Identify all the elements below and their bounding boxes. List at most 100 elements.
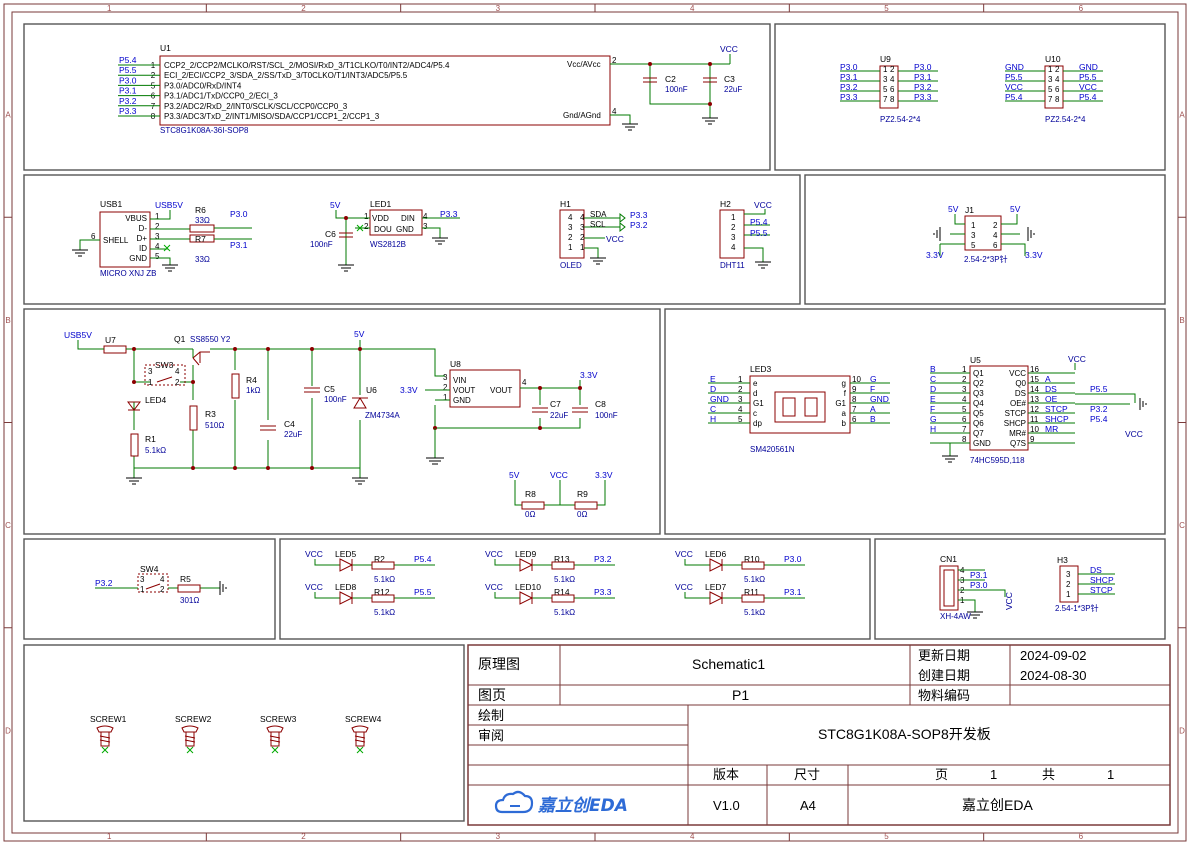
r1-value: 5.1kΩ: [145, 446, 166, 455]
cn1-vcc: VCC: [1004, 592, 1014, 610]
usb-net-p31: P3.1: [230, 240, 248, 250]
screw-noconnect-icon: [356, 746, 364, 754]
screw-head-icon: [351, 725, 369, 733]
frame-row-label-left: C: [5, 521, 11, 530]
led-diode-symbol: [709, 591, 724, 605]
resistor-designator: R14: [554, 587, 570, 597]
u5-pin-label-left: GND: [973, 439, 991, 448]
resistor-value: 5.1kΩ: [554, 608, 575, 617]
frame-col-label-bottom: 5: [884, 832, 889, 841]
resistor-value: 5.1kΩ: [744, 575, 765, 584]
u6-part: ZM4734A: [365, 411, 400, 420]
cn1-designator: CN1: [940, 554, 957, 564]
screw-thread-icon: [184, 732, 196, 747]
mcu-net-label: P3.2: [119, 96, 137, 106]
led3-pin-right: 7: [852, 405, 857, 414]
pwr-usb5v-net: USB5V: [64, 330, 92, 340]
u9-part: PZ2.54-2*4: [880, 115, 921, 124]
mcu-net-label: P5.5: [119, 65, 137, 75]
led3-pin-label-left: d: [753, 389, 757, 398]
led-net: P3.2: [594, 554, 612, 564]
led3-pin-label-left: dp: [753, 419, 762, 428]
c4-designator: C4: [284, 419, 295, 429]
tb-page-word: 页: [935, 767, 948, 782]
led1-pin4: 4: [423, 212, 428, 221]
led-net: P5.4: [414, 554, 432, 564]
screw-thread-icon: [354, 732, 366, 747]
j1-pin-right: 4: [993, 231, 998, 240]
sw4-net: P3.2: [95, 578, 113, 588]
led3-net-left: D: [710, 384, 716, 394]
resistor-value: 5.1kΩ: [374, 608, 395, 617]
c7-value: 22uF: [550, 411, 568, 420]
sw4-designator: SW4: [140, 564, 159, 574]
screw-1: SCREW1: [90, 714, 127, 754]
tb-review-label: 审阅: [478, 728, 504, 743]
resistor-value: 5.1kΩ: [374, 575, 395, 584]
sw4-pin1: 1: [140, 585, 145, 594]
led1-din: DIN: [401, 214, 415, 223]
u5-pin-right: 15: [1030, 375, 1039, 384]
j1-5v-l: 5V: [948, 204, 959, 214]
led3-pin-left: 3: [738, 395, 743, 404]
mcu-section: U1 CCP2_2/CCP2/MCLKO/RST/SCL_2/MOSI/RxD_…: [118, 43, 742, 135]
led3-net-left: E: [710, 374, 716, 384]
h3-part: 2.54-1*3P针: [1055, 603, 1099, 613]
u5-pin-left: 2: [962, 375, 967, 384]
tb-version-label: 版本: [713, 767, 739, 782]
c8-value: 100nF: [595, 411, 618, 420]
tb-version: V1.0: [713, 798, 740, 813]
r1-designator: R1: [145, 434, 156, 444]
usb-shell-pin: 6: [91, 232, 96, 241]
u10-pin-right: 4: [1055, 75, 1060, 84]
u5-pin-right: 14: [1030, 385, 1039, 394]
led-vcc-net: VCC: [675, 549, 693, 559]
mcu-pin-function: P3.0/ADC0/RxD/INT4: [164, 81, 242, 90]
led-wire: [314, 592, 435, 599]
u9-pin-right: 4: [890, 75, 895, 84]
u10-pin-left: 7: [1048, 95, 1053, 104]
r4-value: 1kΩ: [246, 386, 260, 395]
u5-net-left: H: [930, 424, 936, 434]
led1-designator: LED1: [370, 199, 392, 209]
led-wire: [494, 592, 615, 599]
u5-pin-label-right: SHCP: [1004, 419, 1026, 428]
u5-pin-label-left: Q3: [973, 389, 984, 398]
u5-net-left: F: [930, 404, 935, 414]
j1-pin-right: 2: [993, 221, 998, 230]
u10-part: PZ2.54-2*4: [1045, 115, 1086, 124]
mcu-vcc-net: VCC: [720, 44, 738, 54]
u10-pin-left: 1: [1048, 65, 1053, 74]
h2-net1: P5.4: [750, 217, 768, 227]
u5-ext-net: P5.4: [1090, 414, 1108, 424]
screw-thread-icon: [269, 732, 281, 747]
u10-net-right: VCC: [1079, 82, 1097, 92]
resistor-value: 5.1kΩ: [554, 575, 575, 584]
r5-value: 301Ω: [180, 596, 199, 605]
u7-designator: U7: [105, 335, 116, 345]
led-net: P3.1: [784, 587, 802, 597]
section-boxes: [23, 23, 1166, 822]
screw-designator: SCREW1: [90, 714, 127, 724]
tb-page-label: 图页: [478, 687, 506, 703]
h1-scl: SCL: [590, 220, 606, 229]
u9-pin-left: 7: [883, 95, 888, 104]
frame-row-label-right: B: [1179, 316, 1184, 325]
u1-part: STC8G1K08A-36I-SOP8: [160, 126, 249, 135]
led3-pin-left: 5: [738, 415, 743, 424]
led-vcc-net: VCC: [485, 582, 503, 592]
tb-size-label: 尺寸: [794, 767, 820, 782]
pwr-r-5v: 5V: [509, 470, 520, 480]
u5-pin-label-right: Q7S: [1010, 439, 1026, 448]
u10-designator: U10: [1045, 54, 1061, 64]
led-designator: LED5: [335, 549, 357, 559]
mcu-gnd-pin: 4: [612, 107, 617, 116]
mcu-net-label: P3.0: [119, 75, 137, 85]
tb-update-date: 2024-09-02: [1020, 648, 1087, 663]
c5-designator: C5: [324, 384, 335, 394]
